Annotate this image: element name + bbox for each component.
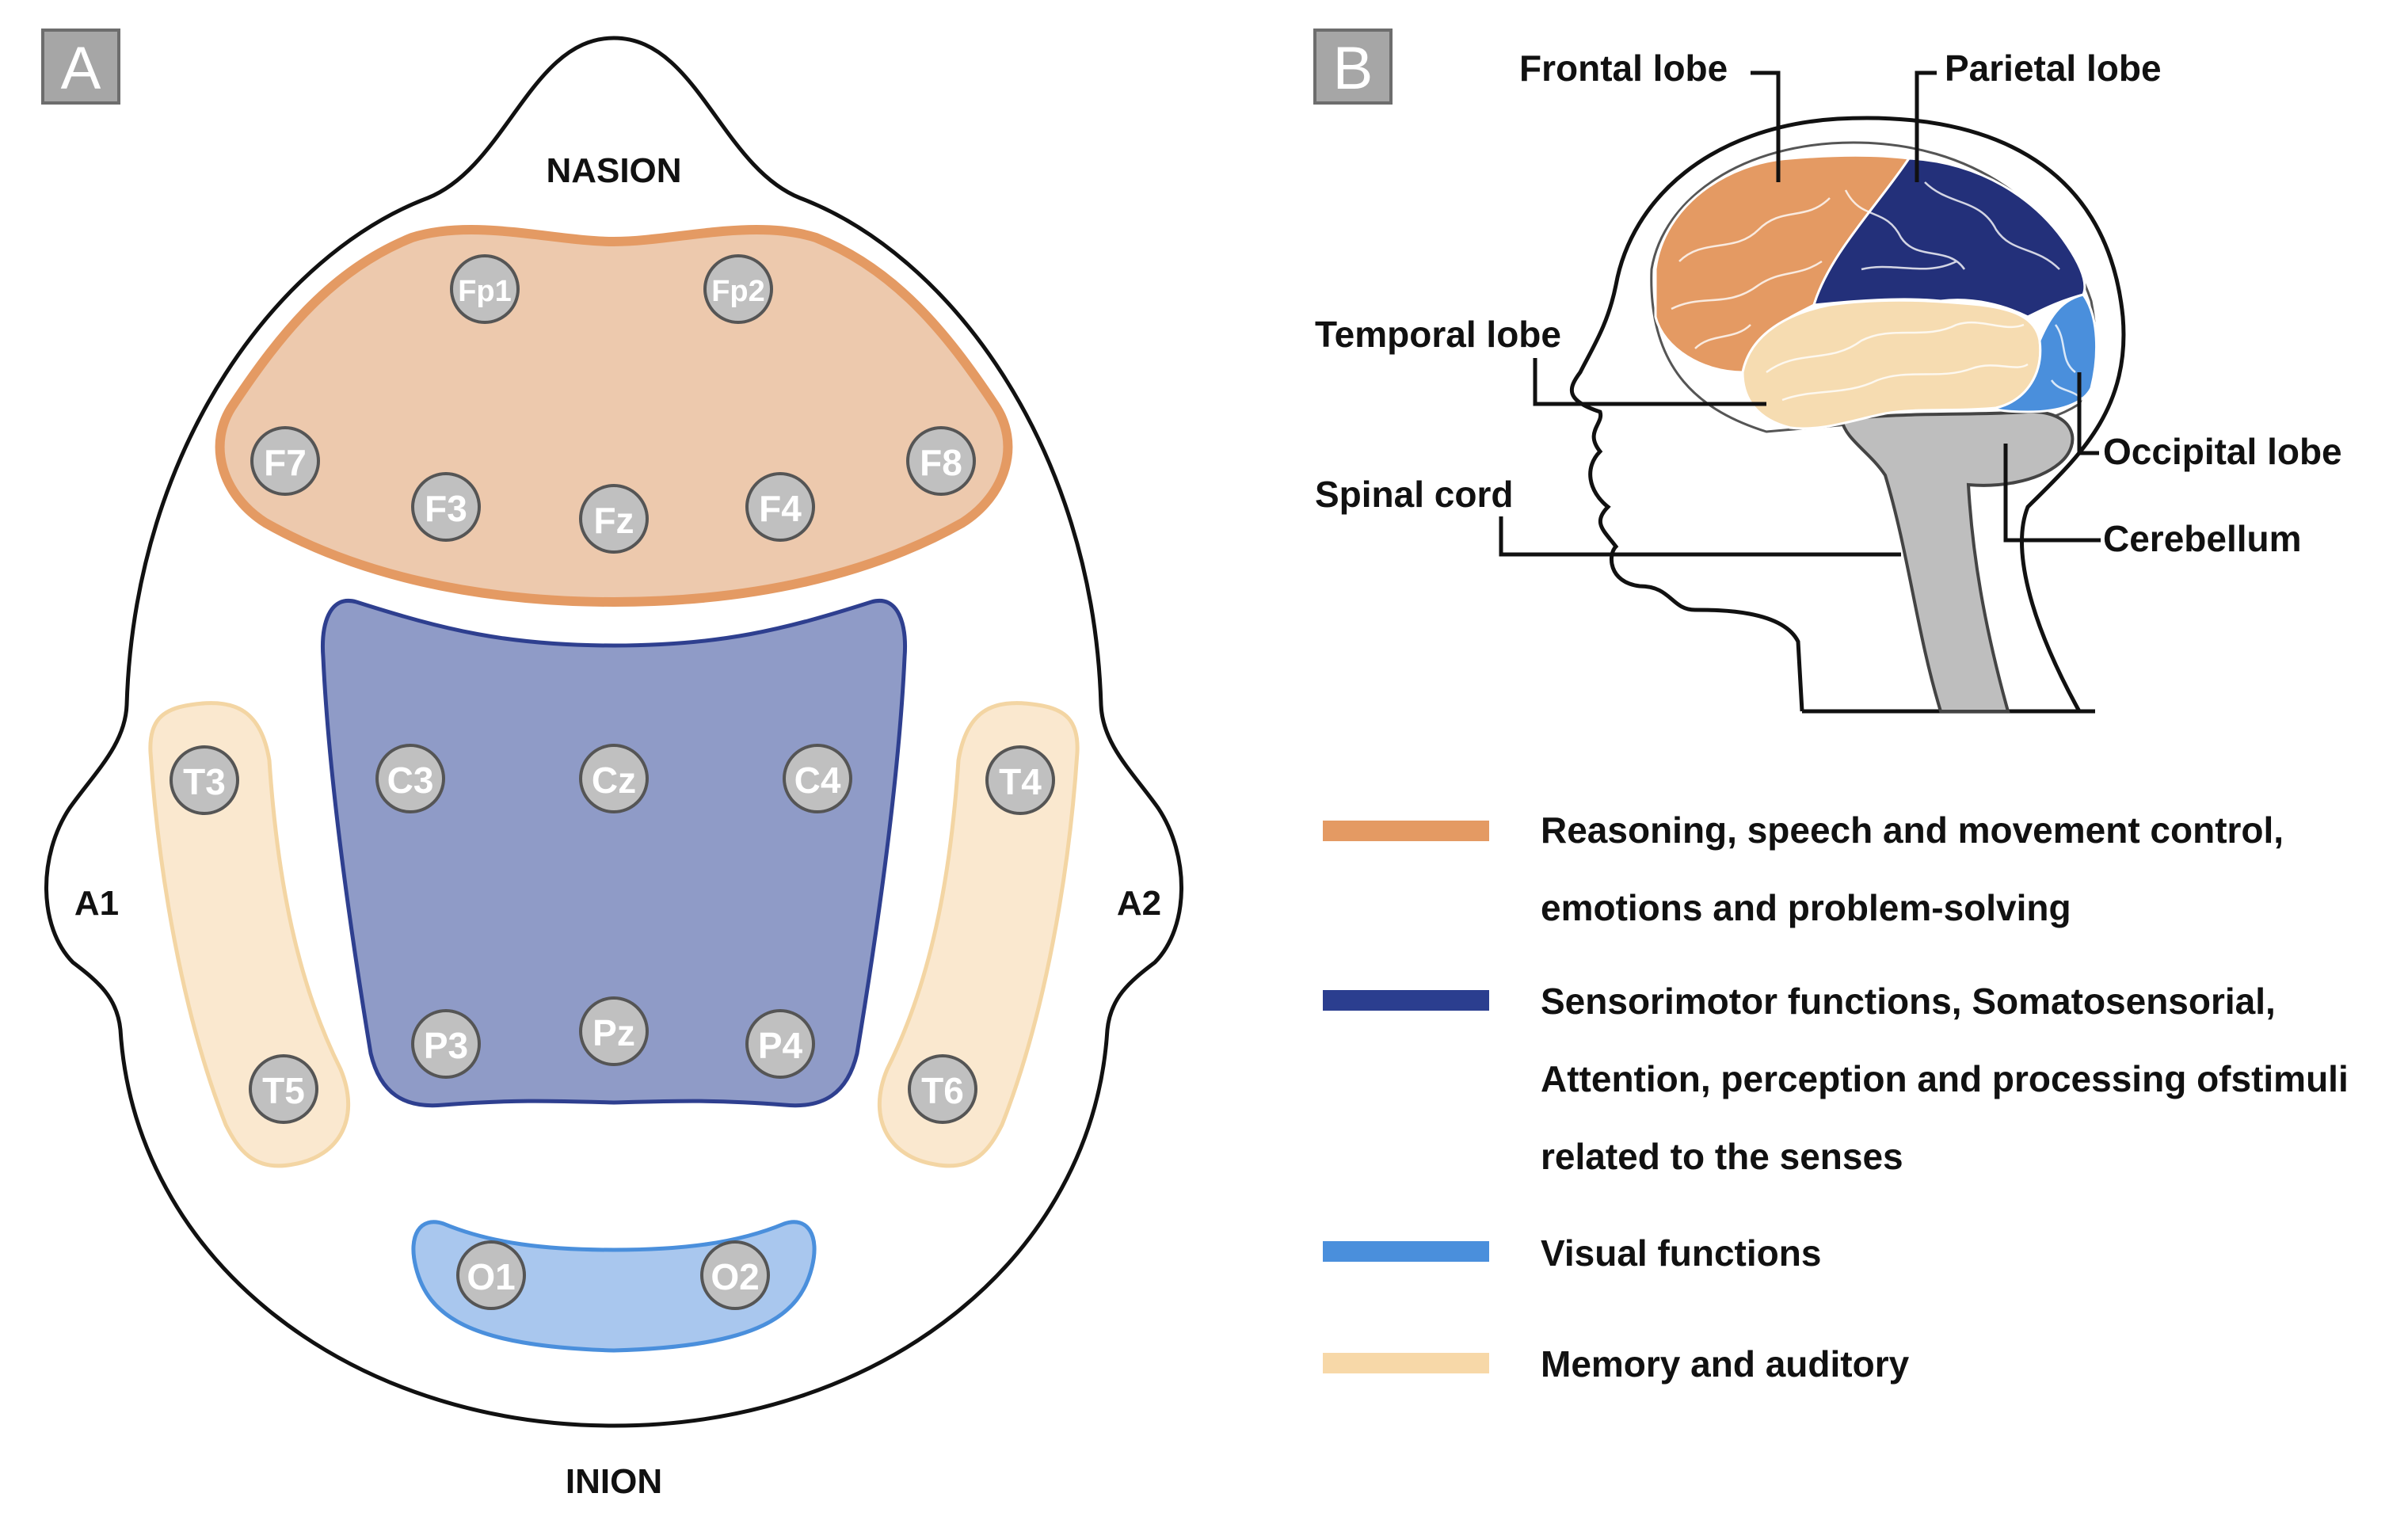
frontal-leader — [1751, 70, 1781, 182]
legend: Reasoning, speech and movement control, … — [1323, 809, 2349, 1385]
electrode-t5-label: T5 — [262, 1070, 305, 1111]
electrode-t6-label: T6 — [921, 1070, 964, 1111]
electrode-o1: O1 — [456, 1240, 526, 1310]
electrode-pz: Pz — [579, 996, 649, 1066]
legend-frontal-line1: Reasoning, speech and movement control, — [1541, 809, 2284, 851]
right-temporal-region — [877, 701, 1080, 1168]
electrode-fp2: Fp2 — [703, 254, 773, 324]
electrode-f8-label: F8 — [920, 442, 962, 483]
temporal-lobe-label: Temporal lobe — [1315, 314, 1561, 355]
parietal-leader — [1915, 70, 1937, 182]
electrode-c4-label: C4 — [794, 760, 841, 801]
electrode-t5: T5 — [249, 1054, 318, 1124]
electrode-f3-label: F3 — [425, 488, 467, 529]
nasion-label: NASION — [546, 151, 681, 190]
cerebellum-label: Cerebellum — [2103, 518, 2302, 559]
legend-swatch-parietal — [1323, 990, 1489, 1011]
legend-swatch-frontal — [1323, 821, 1489, 841]
electrode-c3-label: C3 — [387, 760, 434, 801]
temporal-leader — [1533, 358, 1766, 406]
electrode-f3: F3 — [411, 472, 481, 542]
legend-temporal-line1: Memory and auditory — [1541, 1343, 1910, 1385]
parietal-lobe-label: Parietal lobe — [1945, 48, 2162, 89]
legend-parietal-line1: Sensorimotor functions, Somatosensorial, — [1541, 981, 2276, 1022]
electrode-f4-label: F4 — [759, 488, 802, 529]
panel-b-badge — [1313, 29, 1393, 105]
legend-swatch-occipital — [1323, 1241, 1489, 1262]
electrode-fp2-label: Fp2 — [711, 275, 765, 308]
cerebellum-brainstem — [1839, 409, 2075, 713]
legend-frontal-line2: emotions and problem-solving — [1541, 887, 2071, 928]
legend-occipital-line1: Visual functions — [1541, 1232, 1821, 1274]
electrode-fp1: Fp1 — [450, 254, 520, 324]
electrode-c4: C4 — [783, 744, 852, 813]
electrode-pz-label: Pz — [592, 1012, 635, 1053]
electrode-p4-label: P4 — [758, 1025, 803, 1066]
panel-a-letter: A — [61, 35, 101, 102]
spinal-leader — [1499, 516, 1901, 557]
electrode-cz: Cz — [579, 744, 649, 813]
leader-lines — [1499, 70, 2101, 557]
electrode-o2: O2 — [700, 1240, 770, 1310]
panel-b: B — [1313, 29, 2349, 1385]
head-profile-outline — [1569, 116, 2126, 713]
occipital-lobe-label: Occipital lobe — [2103, 431, 2342, 472]
electrode-t3-label: T3 — [183, 761, 226, 802]
electrode-o2-label: O2 — [711, 1256, 759, 1297]
electrode-fz: Fz — [579, 484, 649, 554]
electrode-f4: F4 — [745, 472, 815, 542]
panel-b-letter: B — [1333, 35, 1374, 102]
cerebellum-leader — [2003, 444, 2101, 543]
electrode-t4: T4 — [985, 745, 1055, 815]
occipital-leader — [2077, 372, 2099, 455]
panel-a: A NASION INION A1 A2 Fp1 Fp2 F7 — [41, 29, 1183, 1501]
parietal-lobe — [1812, 157, 2086, 318]
central-parietal-region — [321, 598, 907, 1108]
electrode-p4: P4 — [745, 1009, 815, 1079]
electrode-fp1-label: Fp1 — [458, 275, 512, 308]
occipital-lobe — [1994, 293, 2098, 413]
inion-label: INION — [566, 1462, 662, 1501]
electrode-p3-label: P3 — [424, 1025, 468, 1066]
right-ear-label: A2 — [1117, 884, 1161, 923]
left-temporal-region — [148, 701, 351, 1168]
frontal-lobe-label: Frontal lobe — [1519, 48, 1728, 89]
legend-parietal-line3: related to the senses — [1541, 1136, 1903, 1177]
panel-a-badge — [41, 29, 120, 105]
electrode-c3: C3 — [375, 744, 445, 813]
left-ear-label: A1 — [74, 884, 119, 923]
electrode-f7: F7 — [250, 426, 320, 496]
electrode-f8: F8 — [906, 426, 976, 496]
spinal-cord-label: Spinal cord — [1315, 474, 1513, 515]
electrode-f7-label: F7 — [264, 442, 307, 483]
electrode-t6: T6 — [908, 1054, 977, 1124]
electrode-o1-label: O1 — [467, 1256, 515, 1297]
electrode-t3: T3 — [170, 745, 239, 815]
gyri-texture — [1671, 181, 2084, 402]
legend-swatch-temporal — [1323, 1353, 1489, 1373]
legend-parietal-line2: Attention, perception and processing ofs… — [1541, 1058, 2349, 1099]
electrode-fz-label: Fz — [593, 500, 634, 541]
electrode-p3: P3 — [411, 1009, 481, 1079]
electrode-cz-label: Cz — [592, 760, 636, 801]
electrode-t4-label: T4 — [999, 761, 1042, 802]
